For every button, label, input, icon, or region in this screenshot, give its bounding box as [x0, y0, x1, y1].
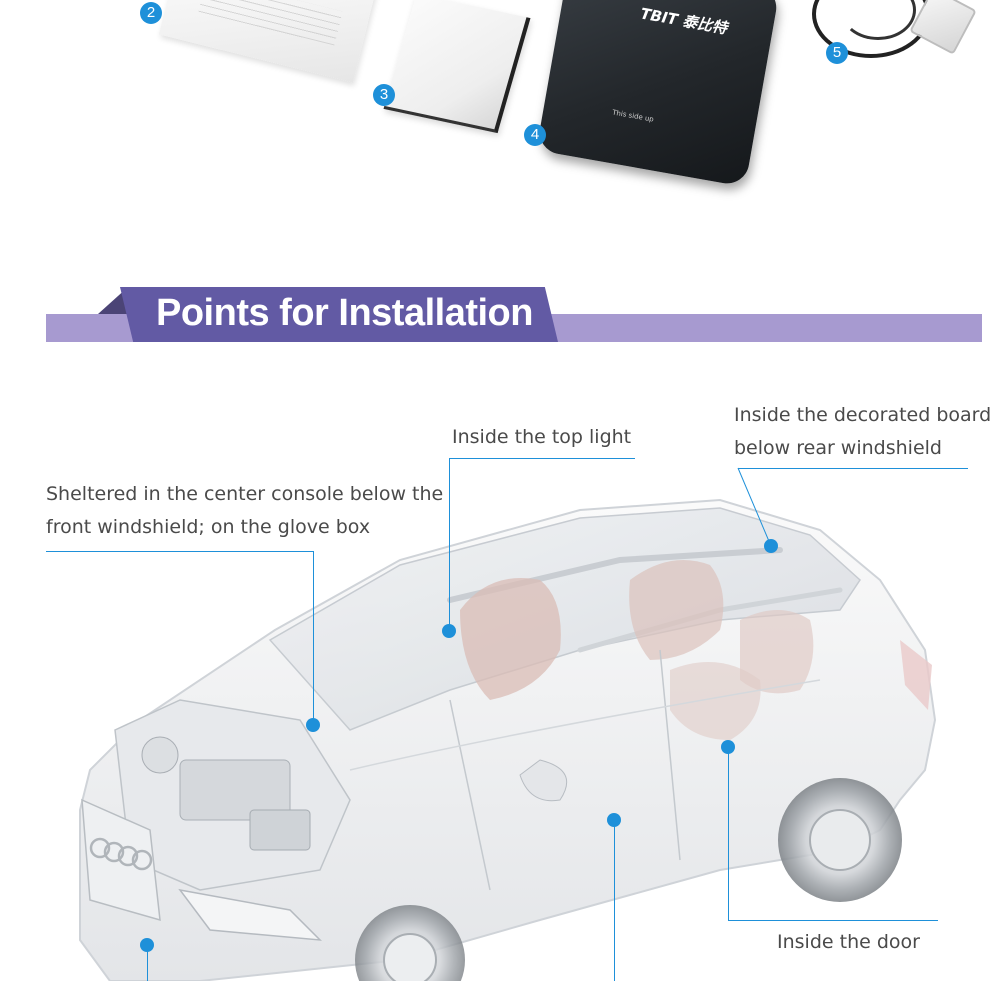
callout-rear-board-leader — [737, 467, 772, 547]
item-badge-3: 3 — [373, 84, 395, 106]
item-badge-5: 5 — [826, 42, 848, 64]
callout-door-leader — [728, 747, 729, 920]
callout-seat-leader — [614, 820, 615, 981]
warranty-card-image — [383, 0, 531, 134]
callout-top-light-leader — [449, 458, 450, 631]
item-badge-4: 4 — [524, 124, 546, 146]
car-cutaway-illustration — [79, 498, 937, 981]
callout-console-label-line1: Sheltered in the center console below th… — [46, 483, 444, 505]
callout-console-marker — [306, 718, 320, 732]
callout-rear-board-line — [738, 468, 968, 469]
callout-rear-board-label-line2: below rear windshield — [734, 437, 942, 459]
section-title: Points for Installation — [156, 292, 533, 334]
callout-top-light-label: Inside the top light — [452, 426, 632, 448]
section-header-tab — [120, 287, 558, 342]
callout-console-line — [46, 551, 313, 552]
callout-front-leader — [147, 945, 148, 981]
callout-rear-board-marker — [764, 539, 778, 553]
item-badge-2: 2 — [140, 2, 162, 24]
callout-door-line — [728, 920, 938, 921]
callout-door-label: Inside the door — [777, 931, 920, 953]
callout-top-light-line — [449, 458, 635, 459]
callout-console-label-line2: front windshield; on the glove box — [46, 516, 371, 538]
callout-top-light-marker — [442, 624, 456, 638]
callout-console-leader — [313, 551, 314, 725]
callout-rear-board-label-line1: Inside the decorated board — [734, 404, 992, 426]
gps-tracker-device-image — [536, 0, 780, 187]
